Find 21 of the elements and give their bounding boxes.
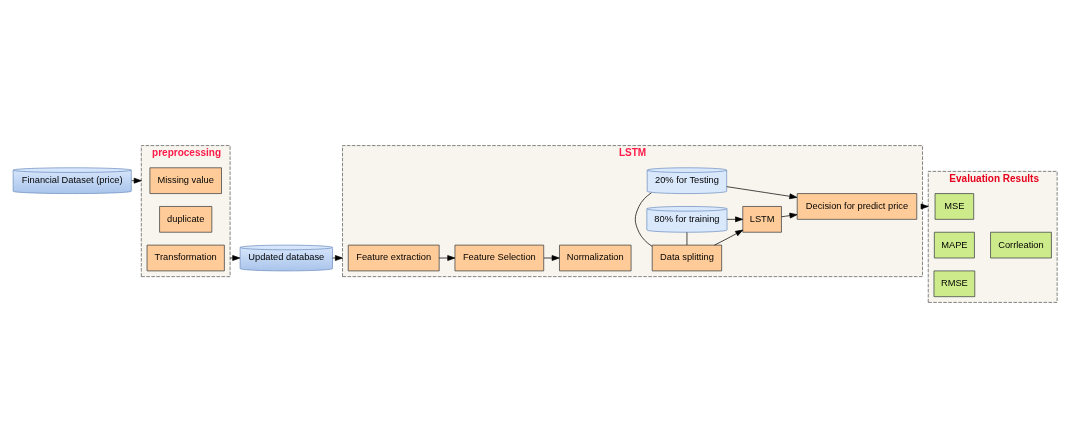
node-box: Data splitting: [651, 244, 723, 272]
arrow: [229, 255, 241, 261]
node-box: MAPE: [933, 231, 975, 259]
arrow: [726, 216, 743, 223]
arrow: [726, 186, 798, 200]
arrow: [781, 212, 798, 219]
node-box: Normalization: [559, 244, 632, 272]
node-box: Feature extraction: [347, 244, 440, 272]
node-box: Feature Selection: [454, 244, 545, 272]
node-box: Decision for predict price: [796, 193, 918, 220]
arrow: [714, 229, 744, 246]
node-box: MSE: [934, 193, 975, 220]
node-box: RMSE: [933, 270, 976, 298]
node-box: duplicate: [159, 206, 213, 233]
node-box: Transformation: [146, 244, 225, 272]
connector: [634, 192, 653, 247]
node-box: Missing value: [149, 167, 222, 194]
arrow: [543, 255, 560, 261]
node-box: LSTM: [742, 206, 782, 233]
arrow: [438, 255, 456, 261]
node-box: Corrleation: [990, 231, 1052, 259]
